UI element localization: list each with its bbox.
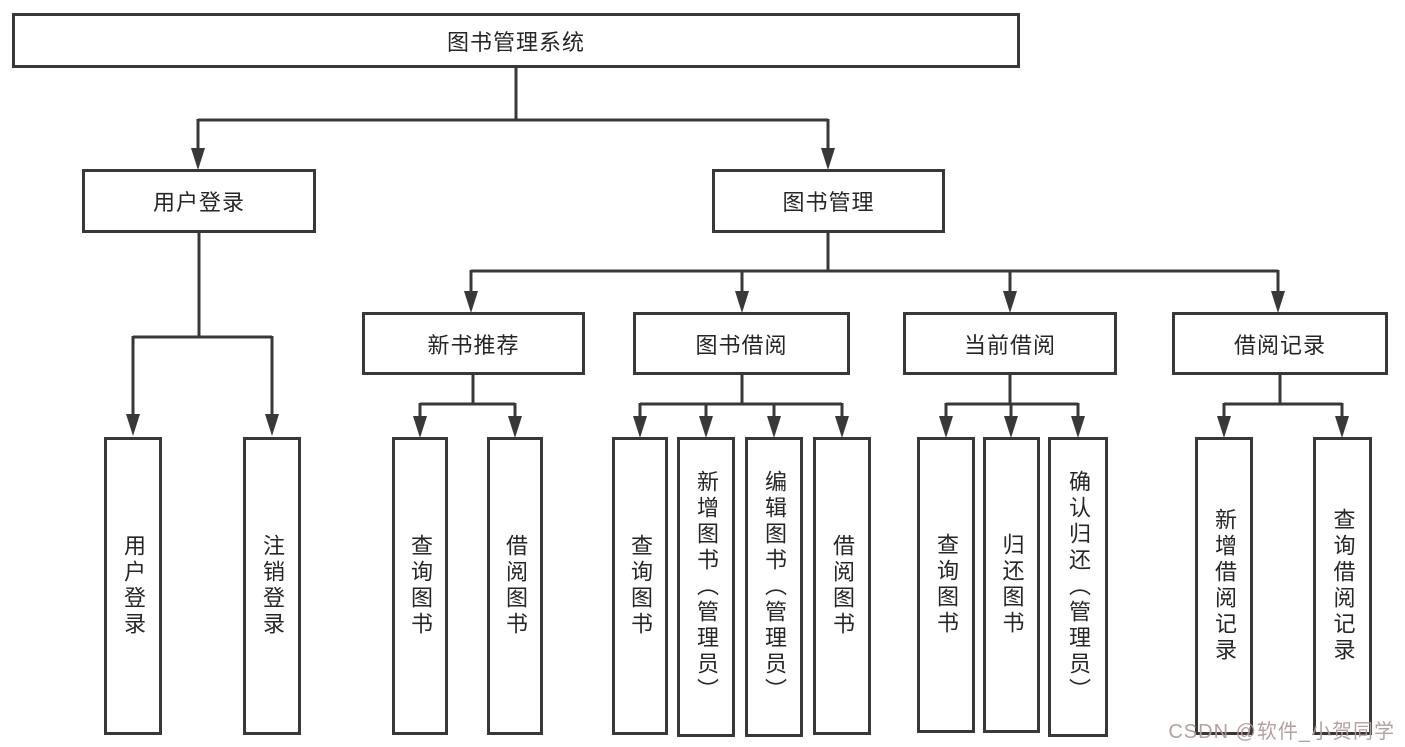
node-label: 查询图书 — [628, 534, 653, 638]
node-new-book-recommend: 新书推荐 — [362, 312, 585, 375]
node-root-library-system: 图书管理系统 — [12, 13, 1020, 68]
leaf-add-borrow-record: 新增借阅记录 — [1195, 437, 1253, 735]
node-current-borrowing: 当前借阅 — [903, 312, 1117, 375]
node-label: 借阅记录 — [1233, 332, 1326, 358]
node-label: 图书管理系统 — [446, 29, 585, 55]
node-label: 用户登录 — [121, 534, 146, 638]
node-label: 用户登录 — [152, 190, 245, 215]
node-borrowing-records: 借阅记录 — [1172, 312, 1388, 375]
node-label: 查询图书 — [934, 533, 959, 637]
node-label: 新增图书（管理员） — [694, 470, 719, 704]
leaf-edit-books-admin: 编辑图书（管理员） — [745, 437, 803, 737]
node-label: 新增借阅记录 — [1212, 508, 1237, 664]
leaf-query-books-3: 查询图书 — [917, 437, 975, 733]
node-label: 借阅图书 — [830, 534, 855, 638]
leaf-return-books: 归还图书 — [983, 437, 1040, 733]
arrowhead-group — [126, 148, 1349, 438]
node-label: 确认归还（管理员） — [1066, 470, 1091, 704]
node-label: 注销登录 — [260, 534, 285, 638]
leaf-logout: 注销登录 — [243, 437, 301, 735]
leaf-query-books-1: 查询图书 — [392, 437, 448, 735]
node-label: 查询借阅记录 — [1330, 508, 1356, 664]
leaf-confirm-return-admin: 确认归还（管理员） — [1048, 437, 1108, 737]
node-label: 新书推荐 — [427, 332, 520, 358]
node-book-management: 图书管理 — [712, 169, 945, 233]
leaf-borrow-books-1: 借阅图书 — [487, 437, 543, 735]
node-label: 图书借阅 — [695, 332, 788, 358]
leaf-user-login: 用户登录 — [104, 437, 162, 735]
leaf-add-books-admin: 新增图书（管理员） — [677, 437, 735, 737]
node-label: 当前借阅 — [963, 332, 1056, 358]
node-user-login: 用户登录 — [82, 169, 316, 233]
node-label: 归还图书 — [999, 533, 1025, 637]
node-label: 查询图书 — [408, 534, 433, 638]
leaf-borrow-books-2: 借阅图书 — [813, 437, 871, 735]
node-label: 图书管理 — [782, 190, 875, 215]
node-book-borrowing: 图书借阅 — [633, 312, 850, 375]
node-label: 借阅图书 — [503, 534, 528, 638]
node-label: 编辑图书（管理员） — [762, 470, 787, 704]
leaf-query-books-2: 查询图书 — [612, 437, 668, 735]
leaf-query-borrow-record: 查询借阅记录 — [1313, 437, 1372, 735]
